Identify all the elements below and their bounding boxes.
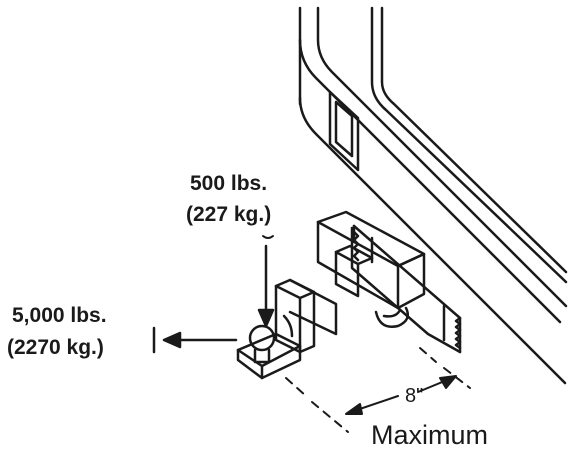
load-arrows (152, 235, 275, 354)
hitch-receiver (288, 210, 426, 336)
distance-caption: Maximum (371, 420, 489, 450)
horizontal-load-kg-label: (2270 kg.) (7, 336, 104, 359)
vertical-load-lbs-label: 500 lbs. (190, 172, 268, 195)
vehicle-body (298, 6, 568, 385)
horizontal-load-lbs-label: 5,000 lbs. (12, 304, 107, 327)
hitch-collar (334, 250, 360, 298)
ball-mount (236, 278, 316, 380)
vertical-load-kg-label: (227 kg.) (186, 203, 272, 226)
hitch-ball (248, 324, 276, 352)
distance-label: 8" (405, 385, 424, 407)
latch-recess (328, 90, 360, 172)
dimension-8in (285, 347, 471, 433)
